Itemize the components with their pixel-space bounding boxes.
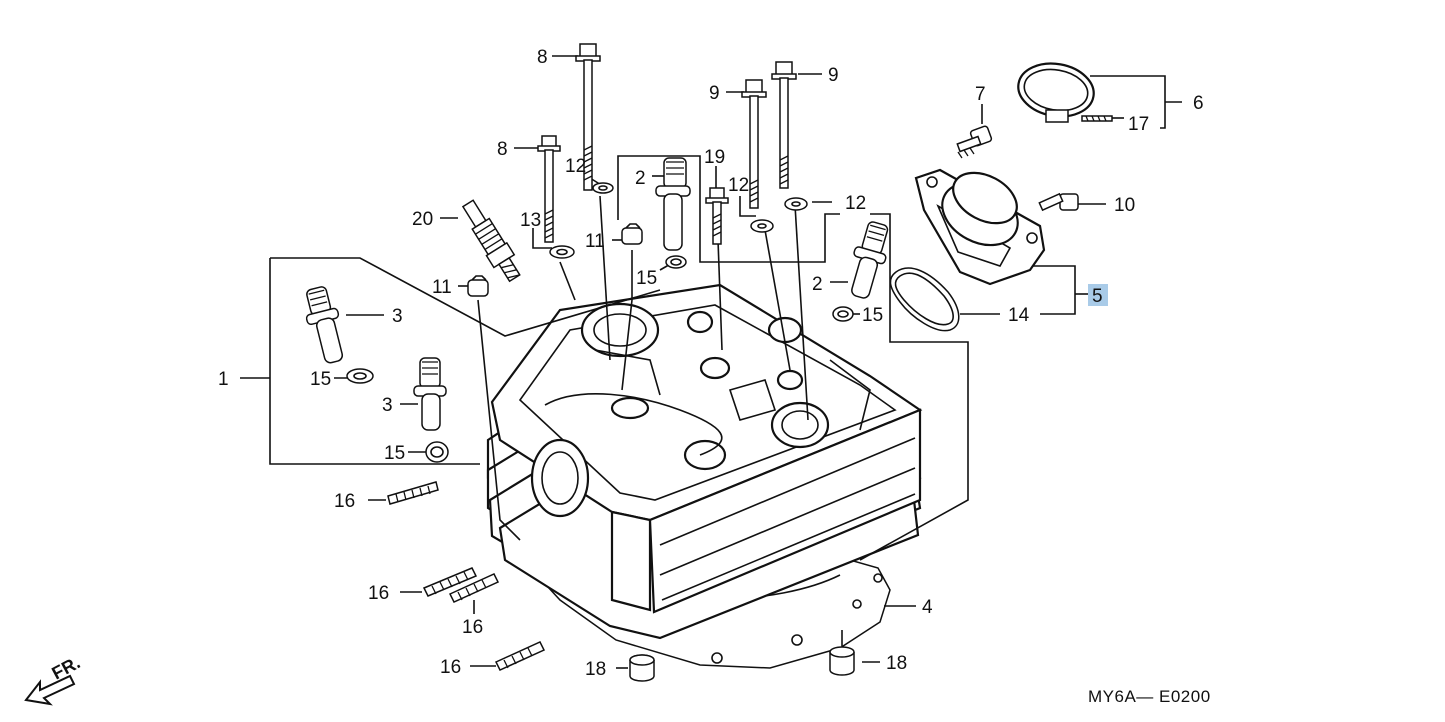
stud-3-upper bbox=[305, 286, 344, 364]
stud-2-right bbox=[851, 221, 889, 299]
callout-12-right: 12 bbox=[845, 193, 866, 214]
callout-15-right: 15 bbox=[862, 305, 883, 326]
stud-2-left bbox=[655, 157, 691, 251]
spark-plug-20 bbox=[461, 199, 521, 283]
fasteners bbox=[305, 43, 889, 682]
callout-15-middle: 15 bbox=[636, 268, 657, 289]
front-direction-indicator: FR. bbox=[24, 652, 83, 706]
callout-18-left: 18 bbox=[585, 659, 606, 680]
flange-bolt-8-upper bbox=[575, 43, 601, 191]
callout-5: 5 bbox=[1092, 286, 1103, 307]
bolt-19 bbox=[705, 187, 729, 245]
callout-9-left: 9 bbox=[709, 83, 720, 104]
callout-16-a: 16 bbox=[334, 491, 355, 512]
front-arrow-icon bbox=[24, 674, 76, 706]
bolt-7 bbox=[956, 125, 993, 159]
callout-16-c: 16 bbox=[462, 617, 483, 638]
callout-14: 14 bbox=[1008, 305, 1030, 326]
callout-5-highlight bbox=[1088, 284, 1108, 306]
callout-6: 6 bbox=[1193, 93, 1204, 114]
callout-10: 10 bbox=[1114, 195, 1135, 216]
callout-9-right: 9 bbox=[828, 65, 839, 86]
intake-insulator-5 bbox=[914, 168, 1046, 286]
callout-8-lower: 8 bbox=[497, 139, 508, 160]
dowel-pin-18-left bbox=[629, 654, 655, 682]
callout-15-lower-left: 15 bbox=[384, 443, 405, 464]
cap-nut-11-left bbox=[467, 275, 489, 297]
callout-2-left: 2 bbox=[635, 168, 646, 189]
cylinder-head bbox=[486, 283, 923, 669]
callout-13: 13 bbox=[520, 210, 541, 231]
clamp-band-6 bbox=[1017, 62, 1095, 123]
callout-12-left: 12 bbox=[565, 156, 586, 177]
callout-1: 1 bbox=[218, 369, 229, 390]
stud-bolt-16-c bbox=[448, 573, 500, 603]
stud-3-lower bbox=[413, 357, 447, 431]
flange-bolt-8-lower bbox=[537, 135, 561, 243]
callout-labels: 1 2 2 3 3 4 5 6 7 8 8 9 9 10 11 11 12 12… bbox=[218, 47, 1204, 680]
callout-17: 17 bbox=[1128, 114, 1149, 135]
o-ring-14 bbox=[889, 267, 960, 332]
callout-3-upper: 3 bbox=[392, 306, 403, 327]
callout-16-d: 16 bbox=[440, 657, 461, 678]
cap-nut-11-middle bbox=[621, 223, 643, 245]
callout-3-lower: 3 bbox=[382, 395, 393, 416]
stud-bolt-16-b bbox=[422, 567, 478, 597]
diagram-reference-code: MY6A— E0200 bbox=[1088, 687, 1211, 706]
callout-15-upper-left: 15 bbox=[310, 369, 331, 390]
stud-bolt-16-a bbox=[387, 481, 439, 505]
intake-assembly bbox=[889, 62, 1113, 332]
bolt-10 bbox=[1038, 192, 1079, 212]
flange-bolt-9-left bbox=[741, 79, 767, 209]
leader-lines bbox=[240, 55, 1182, 669]
dowel-pin-18-right bbox=[829, 646, 855, 676]
screw-17 bbox=[1081, 115, 1113, 122]
callout-19: 19 bbox=[704, 147, 725, 168]
stud-bolt-16-d bbox=[494, 641, 546, 671]
callout-11-middle: 11 bbox=[585, 231, 605, 252]
callout-20: 20 bbox=[412, 209, 433, 230]
callout-12-middle: 12 bbox=[728, 175, 749, 196]
callout-8-upper: 8 bbox=[537, 47, 548, 68]
callout-16-b: 16 bbox=[368, 583, 389, 604]
callout-2-right: 2 bbox=[812, 274, 823, 295]
callout-11-left: 11 bbox=[432, 277, 452, 298]
callout-7: 7 bbox=[975, 84, 986, 105]
flange-bolt-9-right bbox=[771, 61, 797, 189]
callout-18-right: 18 bbox=[886, 653, 907, 674]
callout-4: 4 bbox=[922, 597, 933, 618]
front-label: FR. bbox=[48, 652, 83, 683]
